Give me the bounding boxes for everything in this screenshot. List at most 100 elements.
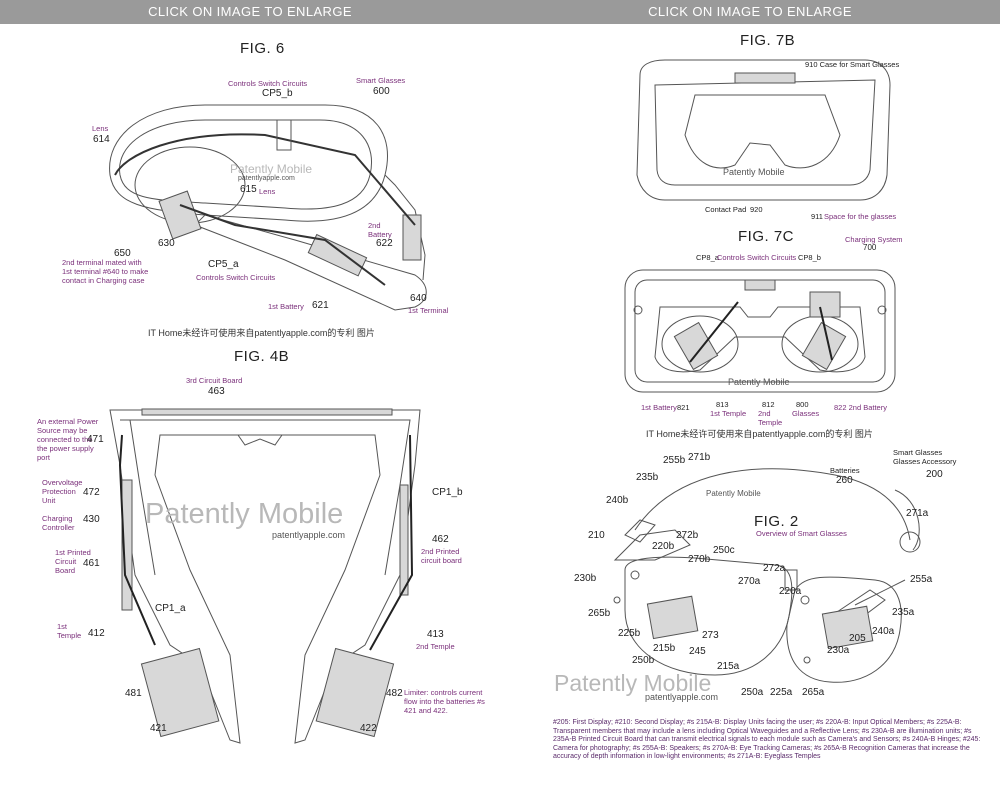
fig6-first-battery: 1st Battery [268, 302, 304, 311]
fig7c-charging-system-drawing [624, 269, 896, 393]
click-to-enlarge-bar-left[interactable]: CLICK ON IMAGE TO ENLARGE [0, 0, 500, 24]
fig6-n600: 600 [373, 86, 390, 97]
fig4b-n461: 461 [83, 558, 100, 569]
fig7c-glasses-label: Glasses [792, 409, 820, 418]
fig6-n630: 630 [158, 238, 175, 249]
fig2-n235a: 235a [892, 607, 915, 618]
fig2-n270b: 270b [688, 554, 711, 565]
fig4b-watermark: Patently Mobile [145, 498, 344, 530]
left-image-panel[interactable]: CLICK ON IMAGE TO ENLARGE FIG. 6 Control… [0, 0, 500, 793]
fig2-footnote: #205: First Display; #210: Second Displa… [553, 719, 981, 761]
fig7b-space-label: Space for the glasses [824, 212, 897, 221]
fig6-caption: IT Home未经许可使用来自patentlyapple.com的专利 图片 [148, 328, 375, 338]
fig6-cp5b: CP5_b [262, 88, 293, 99]
fig4b-n430: 430 [83, 514, 100, 525]
fig4b-n481: 481 [125, 688, 142, 699]
fig6-n622: 622 [376, 238, 393, 249]
click-to-enlarge-bar-right[interactable]: CLICK ON IMAGE TO ENLARGE [500, 0, 1000, 24]
fig4b-cp1b: CP1_b [432, 487, 463, 498]
fig2-n250c: 250c [713, 545, 735, 556]
fig4b-overvoltage-label: Overvoltage Protection Unit [42, 478, 83, 505]
fig6-title: FIG. 6 [240, 40, 285, 57]
fig6-watermark: Patently Mobile [230, 162, 313, 176]
fig2-n250b: 250b [632, 655, 655, 666]
fig4b-n422: 422 [360, 723, 377, 734]
fig4b-n482: 482 [386, 688, 403, 699]
fig2-subtitle: Overview of Smart Glasses [756, 529, 847, 538]
fig6-n650: 650 [114, 248, 131, 259]
fig6-second-terminal-note: 2nd terminal mated with 1st terminal #64… [62, 258, 149, 285]
fig2-n272b: 272b [676, 530, 699, 541]
fig2-accessory-label: Smart Glasses Glasses Accessory [893, 448, 957, 466]
fig7c-cp8b: CP8_b [798, 253, 821, 262]
fig6-n615: 615 [240, 184, 257, 195]
fig4b-glasses-drawing [109, 408, 421, 744]
fig2-n240a: 240a [872, 626, 895, 637]
fig6-watermark-url: patentlyapple.com [238, 175, 295, 182]
fig2-n225a: 225a [770, 687, 793, 698]
fig6-lens-label: Lens [92, 124, 109, 133]
fig4b-watermark-url: patentlyapple.com [272, 530, 346, 540]
fig2-title: FIG. 2 [754, 513, 799, 530]
fig6-n640: 640 [410, 293, 427, 304]
fig2-n245: 245 [689, 646, 706, 657]
fig4b-n471: 471 [87, 434, 104, 445]
fig2-watermark-url: patentlyapple.com [645, 692, 719, 702]
fig7c-charging-system-label: Charging System [845, 235, 903, 244]
fig7c-n800: 800 [796, 400, 809, 409]
fig4b-n472: 472 [83, 487, 100, 498]
fig2-n265b: 265b [588, 608, 611, 619]
right-image-panel[interactable]: CLICK ON IMAGE TO ENLARGE FIG. 7B 910 Ca… [500, 0, 1000, 793]
fig7c-second-temple-label: 2nd Temple [758, 409, 783, 427]
fig6-cp5a: CP5_a [208, 259, 239, 270]
fig6-controls-switch-top: Controls Switch Circuits [228, 79, 308, 88]
fig7b-title: FIG. 7B [740, 32, 796, 49]
fig2-n230b: 230b [574, 573, 597, 584]
fig6-first-terminal: 1st Terminal [408, 306, 449, 315]
fig2-batteries-label: Batteries [830, 466, 860, 475]
fig2-n220a: 220a [779, 586, 802, 597]
fig7b-n920: 920 [750, 205, 763, 214]
fig4b-title: FIG. 4B [234, 348, 290, 365]
fig2-n205: 205 [849, 633, 866, 644]
fig2-n200: 200 [926, 469, 943, 480]
fig6-n621: 621 [312, 300, 329, 311]
fig6-controls-switch-bottom: Controls Switch Circuits [196, 273, 276, 282]
fig6-second-battery: 2nd Battery [368, 221, 392, 239]
fig4b-n462: 462 [432, 534, 449, 545]
fig4b-external-power-note: An external Power Source may be connecte… [37, 417, 99, 462]
fig7b-watermark: Patently Mobile [723, 167, 785, 177]
fig2-n255b: 255b [663, 455, 686, 466]
fig2-n225b: 225b [618, 628, 641, 639]
fig7c-n813: 813 [716, 400, 729, 409]
fig4b-n413: 413 [427, 629, 444, 640]
fig2-n215b: 215b [653, 643, 676, 654]
fig2-n235b: 235b [636, 472, 659, 483]
fig7c-n812: 812 [762, 400, 775, 409]
fig4b-first-printed-label: 1st Printed Circuit Board [55, 548, 91, 575]
fig2-watermark: Patently Mobile [554, 670, 712, 696]
fig2-n220b: 220b [652, 541, 675, 552]
fig2-watermark-small: Patently Mobile [706, 489, 761, 498]
fig2-n271a: 271a [906, 508, 929, 519]
fig7c-watermark: Patently Mobile [728, 377, 790, 387]
fig4b-second-temple-label: 2nd Temple [416, 642, 455, 651]
fig4b-second-printed-label: 2nd Printed circuit board [421, 547, 462, 565]
fig2-n265a: 265a [802, 687, 825, 698]
fig4b-charging-controller-label: Charging Controller [42, 514, 75, 532]
fig4b-limiter-note: Limiter: controls current flow into the … [404, 688, 485, 715]
fig2-n260: 260 [836, 475, 853, 486]
fig2-glasses-drawing [613, 468, 921, 683]
fig6-lens2-label: Lens [259, 187, 276, 196]
fig6-glasses-drawing [109, 104, 427, 311]
fig6-smart-glasses-label: Smart Glasses [356, 76, 406, 85]
fig6-n614: 614 [93, 134, 110, 145]
fig4b-first-temple-label: 1st Temple [57, 622, 82, 640]
fig7b-case-label: 910 Case for Smart Glasses [805, 60, 900, 69]
fig7c-second-battery-label: 822 2nd Battery [834, 403, 887, 412]
fig4b-n421: 421 [150, 723, 167, 734]
fig2-n270a: 270a [738, 576, 761, 587]
fig7b-contact-pad-label: Contact Pad [705, 205, 747, 214]
fig7b-n911: 911 [811, 212, 823, 221]
fig2-n272a: 272a [763, 563, 786, 574]
